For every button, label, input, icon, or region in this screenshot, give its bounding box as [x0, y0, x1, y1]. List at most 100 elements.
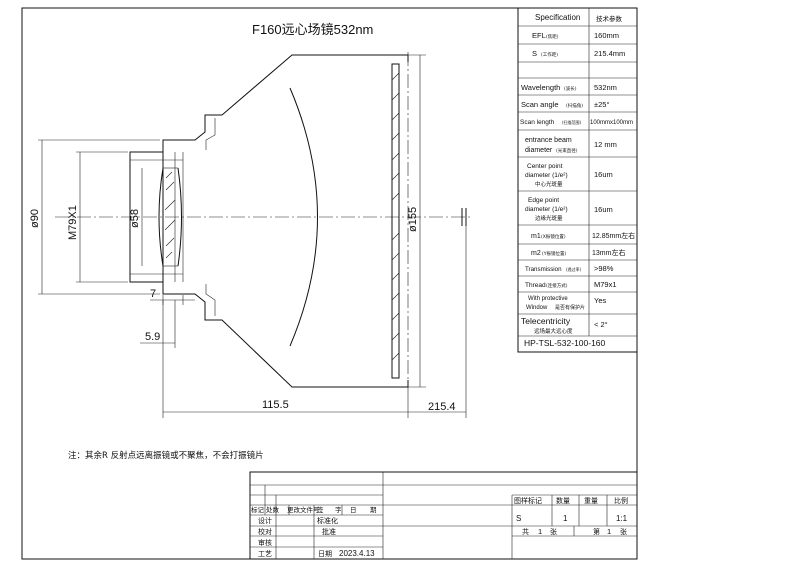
- tb-total-num: 1: [538, 527, 542, 536]
- dim-length: 115.5: [262, 399, 289, 411]
- tb-drawing-mark: 图样标记: [514, 496, 542, 505]
- spec-m2-value: 13mm左右: [592, 248, 625, 257]
- spec-entrance-sub: (光束直径): [556, 147, 578, 154]
- dimension-labels: ø90 M79X1 ø58 ø155 7 5.9 115.5 215.4: [29, 205, 456, 413]
- tb-weight: 重量: [584, 497, 598, 505]
- lens-element-1-back: [177, 167, 182, 267]
- tb-review: 审核: [258, 538, 272, 547]
- spec-edge-sub: 边缘光斑量: [535, 214, 563, 222]
- spec-scan-angle-value: ±25°: [594, 100, 609, 109]
- spec-m1-value: 12.85mm左右: [592, 231, 635, 240]
- spec-scan-length-value: 100mmx100mm: [590, 120, 633, 126]
- title-block-text: 标记 处数 更改文件号 签 字 日 期 设计 标准化 校对 批准 审核 工艺 日…: [251, 496, 628, 558]
- housing-outline-top: [162, 54, 409, 152]
- spec-scan-length-sub: (扫描范围): [562, 119, 582, 125]
- spec-transmission-label: Transmission: [525, 266, 562, 273]
- dimension-lines: [38, 54, 467, 418]
- tb-sheet-post: 张: [620, 527, 627, 536]
- spec-entrance-value: 12 mm: [594, 140, 617, 149]
- spec-edge-label: Edge point: [528, 197, 559, 204]
- tb-scale-value: 1:1: [616, 514, 628, 523]
- spec-s-label: S: [532, 49, 537, 58]
- dim-lens-diameter: ø155: [407, 207, 419, 232]
- tb-approve: 批准: [322, 527, 336, 536]
- tb-standard: 标准化: [317, 516, 338, 525]
- tb-total-post: 张: [550, 527, 557, 536]
- spec-center-value: 16um: [594, 170, 613, 179]
- title-block: [249, 471, 638, 560]
- spec-edge-label2: diameter (1/e²): [525, 206, 568, 213]
- spec-transmission-sub: (透过率): [566, 266, 582, 272]
- spec-wavelength-label: Wavelength: [521, 83, 560, 92]
- tb-col-sign2: 字: [335, 505, 342, 514]
- spec-header-en: Specification: [535, 13, 580, 22]
- spec-entrance-label2: diameter: [525, 147, 553, 154]
- spec-thread-sub: (连接方式): [546, 282, 568, 289]
- tb-design: 设计: [258, 516, 272, 525]
- spec-thread-value: M79x1: [594, 280, 617, 289]
- spec-m2-sub: (Y振镜位置): [542, 250, 567, 257]
- spec-thread-label: Thread: [525, 282, 546, 289]
- spec-entrance-label: entrance beam: [525, 137, 572, 144]
- dim-working-distance: 215.4: [428, 401, 456, 413]
- spec-window-value: Yes: [594, 296, 606, 305]
- tb-col-count: 处数: [266, 505, 280, 514]
- spec-m2-label: m2: [531, 250, 541, 257]
- spec-center-sub: 中心光斑量: [535, 180, 563, 188]
- spec-center-label2: diameter (1/e²): [525, 172, 568, 179]
- tb-col-period: 期: [370, 506, 377, 514]
- drawing-title: F160远心场镜532nm: [252, 22, 373, 37]
- spec-scan-angle-sub: (扫描角): [566, 102, 583, 109]
- lens-element-2: [289, 87, 318, 347]
- dim-inner-diameter: ø58: [129, 209, 141, 228]
- tb-col-change-doc: 更改文件号: [287, 505, 320, 514]
- protective-window: [391, 63, 400, 379]
- spec-edge-value: 16um: [594, 205, 613, 214]
- spec-table-text: Specification 技术参数 EFL (焦距) 160mm S (工作距…: [520, 13, 635, 348]
- dim-back-width: 5.9: [145, 331, 160, 343]
- spec-table: [517, 7, 638, 353]
- spec-center-label: Center point: [527, 163, 563, 170]
- tb-col-mark: 标记: [251, 505, 265, 514]
- spec-window-label: With protective: [528, 296, 568, 302]
- spec-window-label2: Window: [526, 305, 548, 311]
- spec-efl-label: EFL: [532, 31, 546, 40]
- tb-scale-label: 比例: [614, 496, 628, 505]
- dim-flange-width: 7: [150, 288, 156, 300]
- tb-col-day: 日: [350, 506, 357, 514]
- tb-sheet-pre: 第: [593, 527, 600, 536]
- tb-date: 2023.4.13: [339, 549, 375, 558]
- housing-outline-bottom: [162, 282, 409, 388]
- tb-check: 校对: [258, 527, 272, 536]
- spec-scan-angle-label: Scan angle: [521, 100, 559, 109]
- spec-telecentricity-value: < 2°: [594, 320, 608, 329]
- lens-cross-section: [55, 52, 470, 392]
- spec-s-sub: (工作距): [541, 51, 558, 58]
- spec-header-cn: 技术参数: [596, 14, 623, 23]
- spec-s-value: 215.4mm: [594, 49, 625, 58]
- drawing-note: 注：其余R 反射点远离振镜或不聚焦，不会打振镜片: [68, 450, 264, 461]
- spec-window-sub: 是否有保护片: [555, 304, 585, 311]
- spec-efl-sub: (焦距): [546, 33, 559, 40]
- tb-qty-value: 1: [563, 514, 568, 523]
- spec-telecentricity-label: Telecentricity: [521, 316, 571, 326]
- spec-efl-value: 160mm: [594, 31, 619, 40]
- spec-wavelength-sub: (波长): [564, 85, 577, 92]
- spec-transmission-value: >98%: [594, 264, 614, 273]
- spec-telecentricity-sub: 远场最大远心度: [534, 327, 573, 335]
- tb-quantity: 数量: [556, 496, 570, 505]
- tb-date-label: 日期: [318, 550, 332, 558]
- spec-m1-label: m1: [531, 233, 541, 240]
- tb-total-pre: 共: [522, 527, 529, 536]
- dim-outer-diameter: ø90: [29, 209, 41, 228]
- dim-thread: M79X1: [67, 205, 79, 240]
- tb-sheet-num: 1: [607, 527, 611, 536]
- spec-scan-length-label: Scan length: [520, 119, 555, 126]
- lens-element-1-front: [158, 167, 164, 267]
- spec-m1-sub: (X振镜位置): [541, 233, 566, 240]
- spec-wavelength-value: 532nm: [594, 83, 617, 92]
- tb-mark-value: S: [516, 514, 521, 523]
- tb-col-sign: 签: [317, 505, 324, 514]
- tb-process: 工艺: [258, 550, 272, 558]
- part-number: HP-TSL-532-100-160: [524, 338, 606, 348]
